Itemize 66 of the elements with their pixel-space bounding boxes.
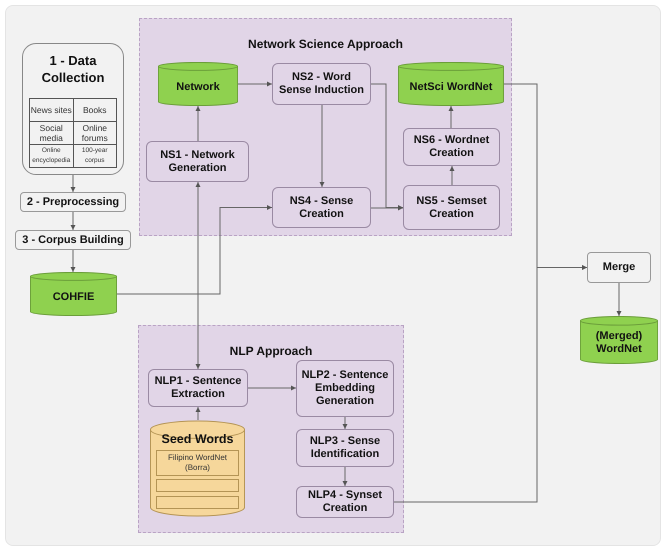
node-label: Merge xyxy=(602,261,636,274)
database-cylinder xyxy=(30,272,117,316)
node-label: NLP1 - Sentence Extraction xyxy=(154,375,242,401)
process-box xyxy=(296,486,394,518)
arrow xyxy=(70,212,76,230)
process-box xyxy=(296,429,394,467)
arrow xyxy=(238,82,272,86)
node-label: 3 - Corpus Building xyxy=(21,234,125,246)
node-label: Network xyxy=(175,80,221,94)
arrow xyxy=(196,406,200,420)
node-label: NetSci WordNet xyxy=(408,80,494,94)
node-label: NLP4 - Synset Creation xyxy=(307,489,383,515)
arrow xyxy=(342,416,348,430)
table-cell: Books xyxy=(74,99,117,122)
arrow xyxy=(116,205,272,294)
arrow xyxy=(616,282,622,316)
process-box xyxy=(403,128,500,166)
process-box xyxy=(148,369,248,407)
source-box xyxy=(156,450,239,476)
group-panel xyxy=(138,325,404,533)
node-label: NLP2 - Sentence Embedding Generation xyxy=(300,369,390,408)
node-label: 2 - Preprocessing xyxy=(26,196,120,208)
node-label: 1 - Data Collection xyxy=(40,52,106,86)
arrow xyxy=(196,182,200,370)
node-label: Filipino WordNet (Borra) xyxy=(167,453,228,473)
arrow xyxy=(370,206,404,210)
database-cylinder xyxy=(398,62,504,106)
node-label: NS6 - Wordnet Creation xyxy=(412,134,490,160)
node-label: NS5 - Semset Creation xyxy=(415,194,488,220)
process-box xyxy=(296,360,394,417)
process-box xyxy=(20,192,126,212)
process-box xyxy=(15,230,131,250)
arrow xyxy=(342,466,348,486)
group-title: Network Science Approach xyxy=(247,36,404,53)
process-box xyxy=(272,63,371,105)
node-label: NLP3 - Sense Identification xyxy=(308,435,382,461)
source-box xyxy=(156,479,239,492)
table-cell: Social media xyxy=(30,122,74,145)
arrow xyxy=(70,174,76,192)
arrow xyxy=(320,104,324,188)
arrow xyxy=(196,106,200,142)
table-cell: Online forums xyxy=(74,122,117,145)
arrow xyxy=(370,84,404,210)
node-label: NS1 - Network Generation xyxy=(159,148,236,174)
group-panel xyxy=(139,18,512,236)
group-title: NLP Approach xyxy=(228,343,314,360)
node-label: (Merged) WordNet xyxy=(594,330,644,356)
process-card xyxy=(22,43,124,175)
arrow xyxy=(448,106,454,128)
database-cylinder xyxy=(150,420,245,517)
arrow xyxy=(248,386,296,390)
node-label: NS2 - Word Sense Induction xyxy=(278,71,365,97)
arrow xyxy=(450,166,454,186)
node-label: NS4 - Sense Creation xyxy=(288,194,354,220)
process-box xyxy=(272,187,371,228)
table-cell: News sites xyxy=(30,99,74,122)
process-box xyxy=(587,252,651,283)
process-box xyxy=(403,185,500,230)
source-box xyxy=(156,496,239,509)
process-box xyxy=(146,141,249,182)
node-label: Seed Words xyxy=(160,431,234,448)
database-cylinder xyxy=(158,62,238,106)
node-label: COHFIE xyxy=(52,290,96,304)
arrow xyxy=(70,250,76,272)
database-cylinder xyxy=(580,316,658,364)
arrow xyxy=(394,265,588,502)
